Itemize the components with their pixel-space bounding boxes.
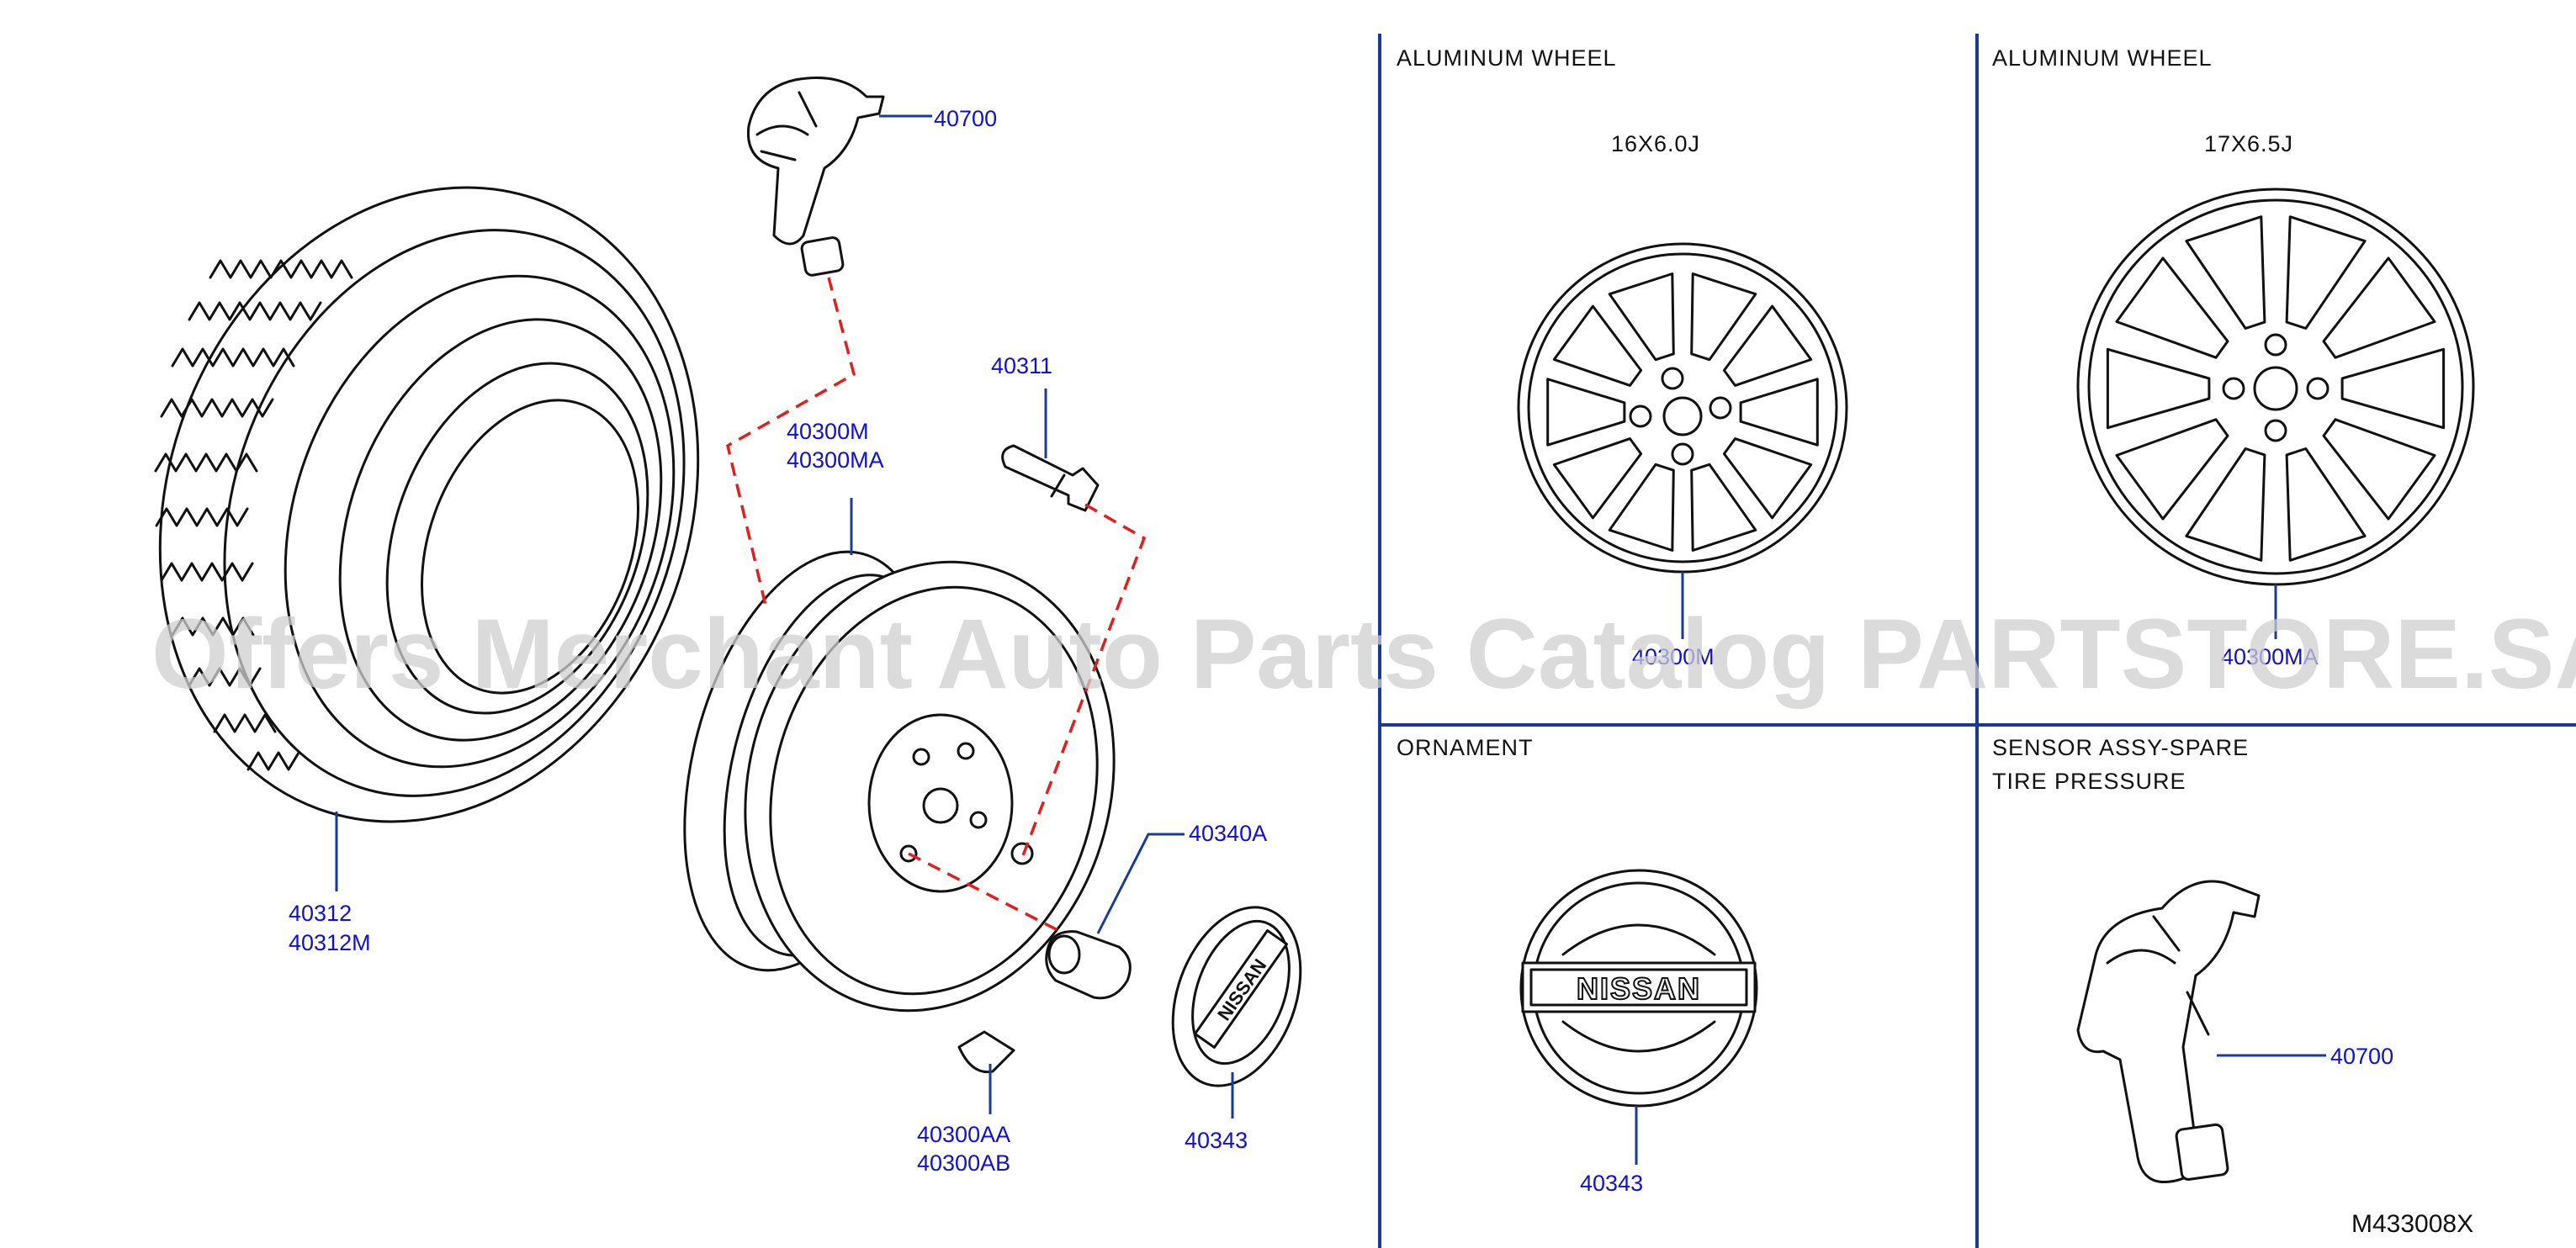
- panel-alloy-17-title: ALUMINUM WHEEL: [1992, 45, 2213, 71]
- spoke-window-icon: [1546, 378, 1626, 447]
- spoke-window-icon: [2285, 447, 2367, 562]
- label-40300M-alloy[interactable]: 40300M: [1632, 644, 1715, 669]
- label-40700[interactable]: 40700: [934, 106, 997, 131]
- panel-dividers: [1378, 34, 2576, 1248]
- ornament-cap[interactable]: NISSAN: [1519, 869, 1758, 1108]
- label-40300MA[interactable]: 40300MA: [787, 447, 884, 473]
- label-40343-main[interactable]: 40343: [1185, 1128, 1248, 1153]
- label-40340A[interactable]: 40340A: [1189, 821, 1267, 846]
- label-40300M[interactable]: 40300M: [787, 419, 869, 444]
- alloy-wheel-17[interactable]: [2076, 188, 2475, 586]
- spoke-window-icon: [1722, 304, 1813, 387]
- balance-weight[interactable]: [957, 1030, 1015, 1074]
- spoke-window-icon: [2322, 418, 2436, 521]
- label-40312M[interactable]: 40312M: [289, 930, 371, 955]
- panel-alloy-16-size: 16X6.0J: [1611, 131, 1700, 156]
- diagram-code: M433008X: [2351, 1210, 2473, 1238]
- spoke-window-icon: [2340, 347, 2446, 430]
- spoke-window-icon: [1608, 463, 1675, 552]
- center-cap[interactable]: NISSAN: [1150, 890, 1324, 1104]
- spoke-window-icon: [1690, 463, 1757, 552]
- spoke-window-icon: [2285, 215, 2367, 330]
- spoke-window-icon: [1552, 437, 1643, 520]
- ornament-logo: NISSAN: [1577, 971, 1701, 1006]
- spoke-window-icon: [1552, 304, 1643, 387]
- watermark: Offers Merchant Auto Parts Catalog PARTS…: [151, 599, 2576, 710]
- panel-alloy-17-size: 17X6.5J: [2204, 131, 2293, 156]
- label-40300MA-alloy[interactable]: 40300MA: [2221, 644, 2319, 669]
- panel-alloy-16: ALUMINUM WHEEL 16X6.0J 40300M: [1397, 45, 1848, 669]
- sensor-assembly[interactable]: [2076, 880, 2261, 1184]
- label-40311[interactable]: 40311: [991, 353, 1052, 378]
- spoke-window-icon: [2115, 418, 2229, 521]
- panel-sensor-title-2: TIRE PRESSURE: [1992, 769, 2186, 794]
- spoke-window-icon: [2185, 215, 2266, 330]
- panel-alloy-16-title: ALUMINUM WHEEL: [1397, 45, 1617, 71]
- assembly-paths: [725, 277, 1147, 935]
- spoke-window-icon: [2115, 256, 2229, 359]
- panel-ornament: ORNAMENT NISSAN 40343: [1397, 735, 1758, 1196]
- wheel-nut[interactable]: [1045, 930, 1132, 1000]
- panel-alloy-17: ALUMINUM WHEEL 17X6.5J 40300MA: [1992, 45, 2475, 669]
- panel-sensor-title-1: SENSOR ASSY-SPARE: [1992, 735, 2249, 760]
- spoke-window-icon: [2322, 256, 2436, 359]
- panel-ornament-title: ORNAMENT: [1397, 735, 1534, 760]
- spoke-window-icon: [1608, 272, 1675, 362]
- tire-pressure-sensor[interactable]: [746, 77, 885, 277]
- label-40300AA[interactable]: 40300AA: [917, 1122, 1010, 1147]
- label-40343-ornament[interactable]: 40343: [1580, 1171, 1643, 1196]
- steel-wheel[interactable]: [643, 521, 1163, 1053]
- tire[interactable]: [73, 111, 785, 898]
- label-40700-panel[interactable]: 40700: [2330, 1044, 2393, 1069]
- panel-sensor: SENSOR ASSY-SPARE TIRE PRESSURE 40700: [1992, 735, 2393, 1184]
- alloy-wheel-16[interactable]: [1517, 242, 1848, 574]
- valve-stem[interactable]: [1001, 444, 1100, 512]
- leader-lines: [335, 114, 1234, 1118]
- label-40312[interactable]: 40312: [289, 901, 352, 926]
- spoke-window-icon: [1690, 272, 1757, 362]
- tread-pattern-icon: [154, 259, 353, 771]
- spoke-window-icon: [1739, 378, 1819, 447]
- spoke-window-icon: [1722, 437, 1813, 520]
- label-40300AB[interactable]: 40300AB: [917, 1150, 1010, 1176]
- spoke-window-icon: [2185, 447, 2266, 562]
- spoke-window-icon: [2106, 347, 2211, 430]
